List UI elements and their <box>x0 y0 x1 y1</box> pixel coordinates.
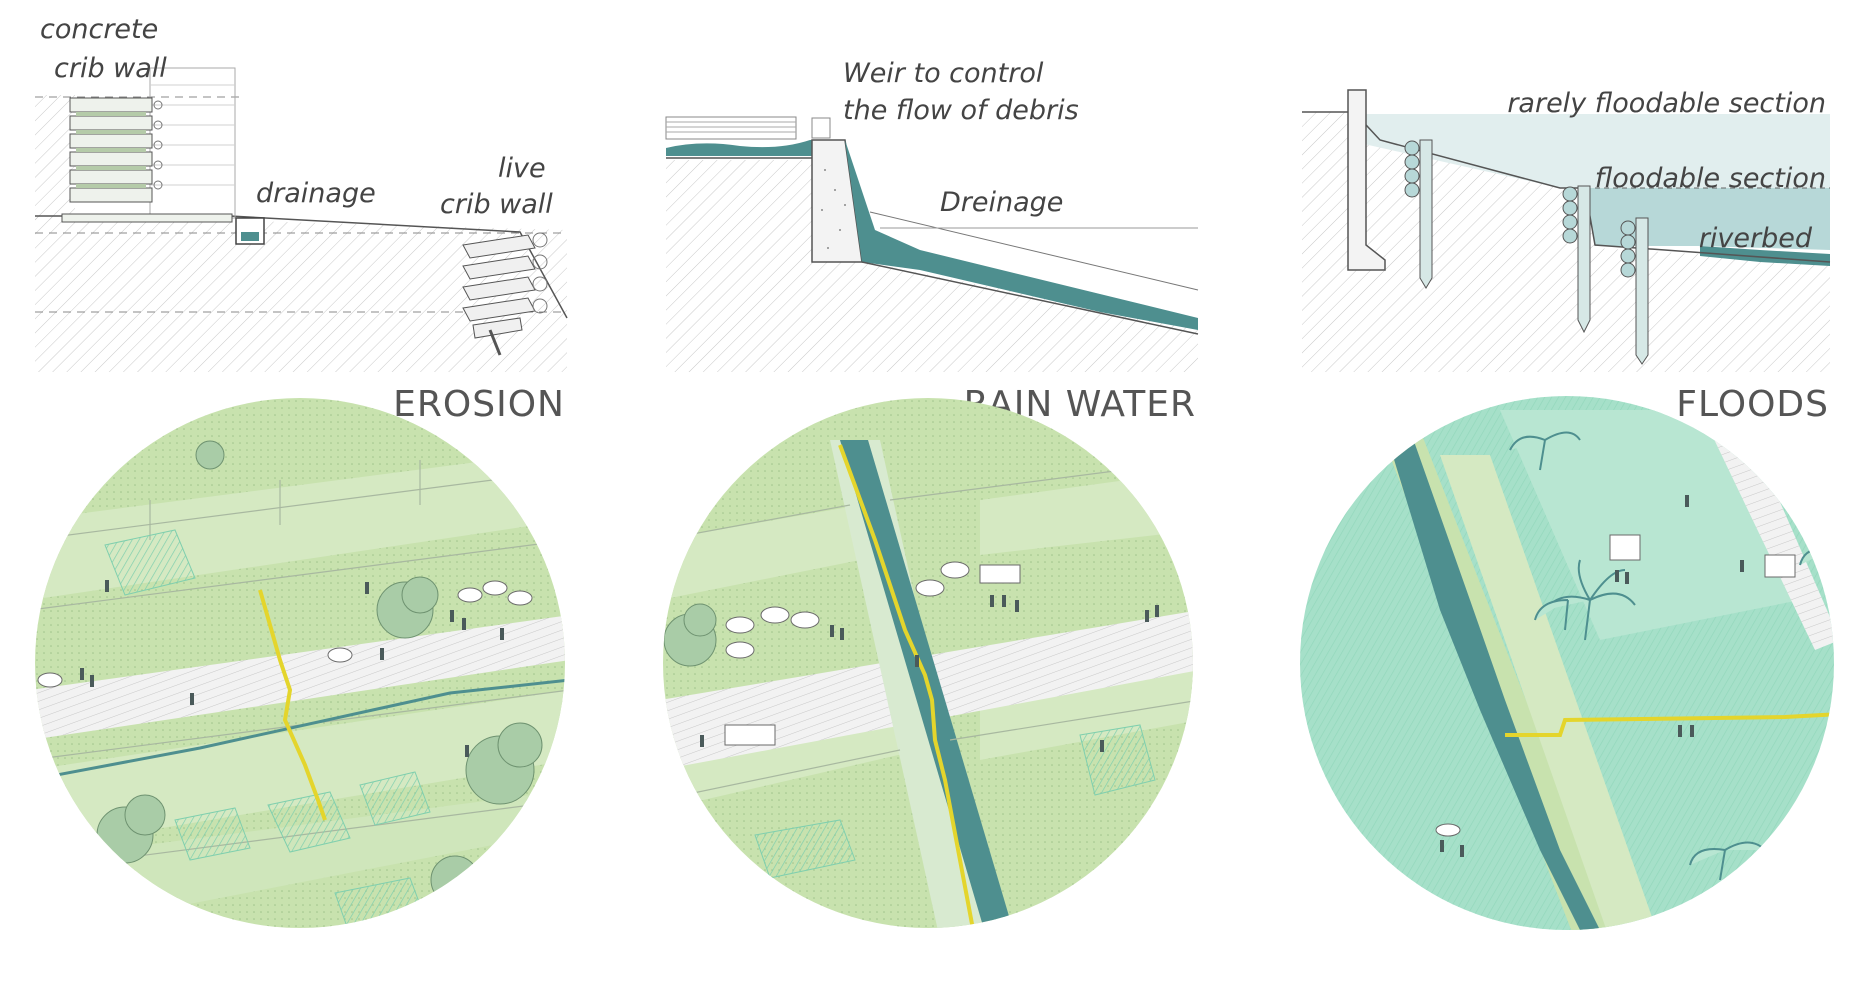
umbrella <box>1435 823 1461 837</box>
floods-aerial <box>1300 396 1834 930</box>
floods-trail <box>1505 712 1834 737</box>
floods-people <box>1440 495 1744 857</box>
live-crib-wall <box>462 232 548 356</box>
drainage-channel <box>235 217 265 245</box>
pile-3 <box>1620 217 1649 365</box>
label-concrete-line1: concrete <box>40 14 158 45</box>
erosion-people <box>80 580 504 757</box>
label-live-line1: live <box>498 153 546 184</box>
field-1 <box>104 529 196 596</box>
label-floodable: floodable section <box>1595 163 1826 194</box>
floods-palms <box>1509 431 1831 881</box>
downstream-water <box>845 140 1198 330</box>
label-concrete-line2: crib wall <box>54 53 167 84</box>
kiosk <box>979 564 1021 584</box>
field-rain-2 <box>754 819 856 879</box>
erosion-aerial <box>35 398 565 928</box>
rainwater-section: Weir to control the flow of debris Drein… <box>665 58 1199 425</box>
field-rain-1 <box>1079 724 1156 796</box>
title-erosion: EROSION <box>393 384 565 425</box>
hut <box>1609 534 1641 561</box>
floods-section: rarely floodable section floodable secti… <box>1302 88 1831 425</box>
rainwater-trees <box>663 603 717 667</box>
rarely-floodable-zone <box>1364 114 1830 144</box>
shelter <box>1764 554 1796 578</box>
pile-2 <box>1562 185 1591 334</box>
field-3 <box>359 771 431 826</box>
riverbed-water <box>1700 246 1830 266</box>
rainwater-trail <box>838 444 977 928</box>
retaining-wall <box>1347 89 1386 271</box>
label-weir-line2: the flow of debris <box>843 95 1079 126</box>
label-riverbed: riverbed <box>1699 223 1813 254</box>
label-rarely-floodable: rarely floodable section <box>1507 88 1826 119</box>
label-drainage: drainage <box>256 178 376 209</box>
pavilion <box>724 724 776 746</box>
rainwater-people <box>700 595 1159 752</box>
erosion-trail <box>258 589 327 821</box>
field-4 <box>174 807 251 861</box>
title-floods: FLOODS <box>1676 384 1829 425</box>
pile-1 <box>1404 139 1433 289</box>
rainwater-aerial <box>663 398 1193 928</box>
label-dreinage: Dreinage <box>940 187 1063 218</box>
label-live-line2: crib wall <box>440 189 553 220</box>
upstream-water <box>666 140 845 156</box>
river <box>1385 430 1610 930</box>
label-weir-line1: Weir to control <box>843 58 1044 89</box>
concrete-crib-wall <box>61 97 233 223</box>
field-2 <box>267 791 351 853</box>
erosion-section: concrete crib wall drainage live crib wa… <box>35 14 568 425</box>
